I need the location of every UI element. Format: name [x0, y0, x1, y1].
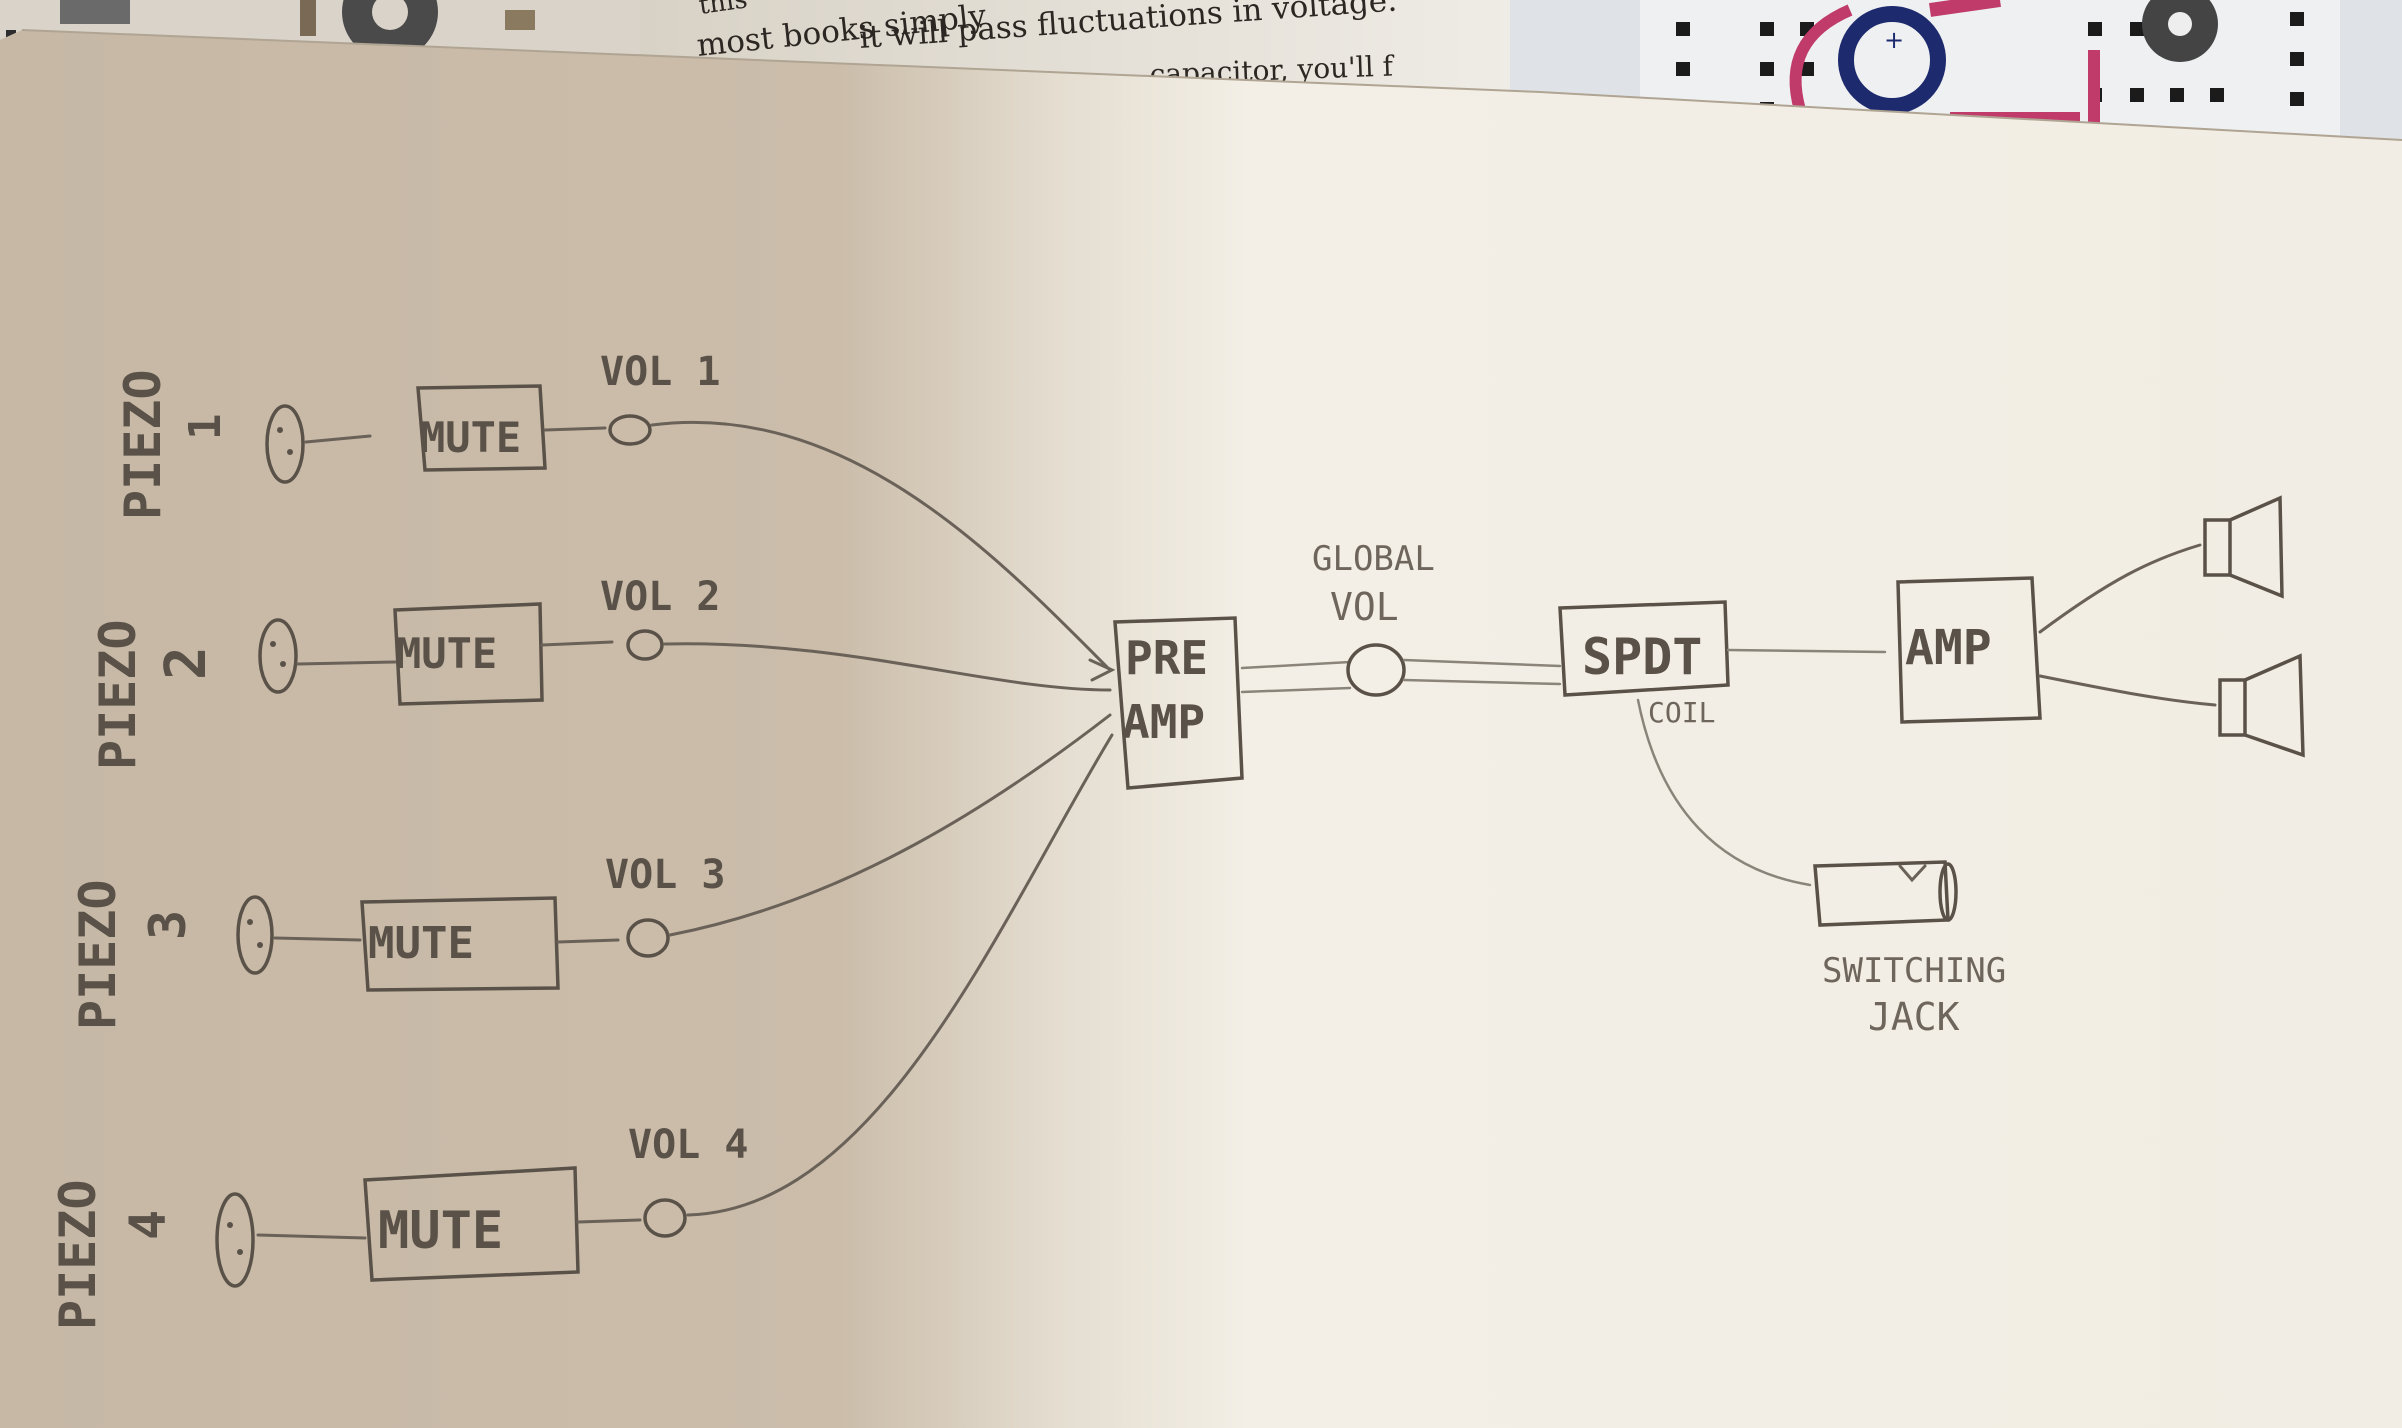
book-text-line-1: this [697, 0, 750, 21]
vol-2-knob-icon [626, 629, 664, 661]
speaker-2-icon [2218, 653, 2305, 758]
mute-box-1: MUTE [416, 384, 547, 472]
piezo-disc-icon [215, 1192, 255, 1288]
svg-text:MUTE: MUTE [420, 413, 521, 462]
switching-jack-icon [1813, 860, 1958, 927]
coil-label: COIL [1648, 696, 1715, 729]
svg-text:AMP: AMP [1122, 695, 1205, 749]
svg-text:PRE: PRE [1125, 631, 1208, 685]
svg-text:PIEZO: PIEZO [114, 369, 172, 520]
sketch-paper [0, 30, 2402, 1428]
vol-3-knob-icon [626, 918, 670, 958]
piezo-disc-icon [236, 895, 274, 975]
vol-4-label: VOL 4 [628, 1122, 748, 1168]
piezo-1-label: PIEZO 1 [114, 369, 231, 520]
svg-text:MUTE: MUTE [396, 629, 497, 678]
piezo-disc-icon [265, 404, 305, 484]
piezo-disc-icon [258, 618, 298, 694]
vol-4-knob-icon [643, 1198, 687, 1238]
svg-text:4: 4 [119, 1210, 177, 1240]
svg-text:3: 3 [139, 910, 197, 940]
mute-box-3: MUTE [360, 896, 560, 992]
mute-box-2: MUTE [393, 602, 544, 706]
piezo-4-label: PIEZO 4 [49, 1179, 177, 1330]
vol-1-knob-icon [608, 414, 652, 446]
spdt-switch-box: SPDT [1558, 600, 1730, 697]
piezo-2-label: PIEZO 2 [89, 619, 219, 770]
svg-text:MUTE: MUTE [368, 918, 474, 969]
vol-3-label: VOL 3 [605, 852, 725, 898]
vol-2-label: VOL 2 [600, 574, 720, 620]
switching-jack-label-2: JACK [1868, 995, 1960, 1039]
switching-jack-label-1: SWITCHING [1822, 951, 2006, 991]
global-vol-label-2: VOL [1330, 585, 1399, 629]
svg-text:AMP: AMP [1905, 620, 1992, 676]
piezo-element-icons [215, 404, 305, 1288]
svg-text:MUTE: MUTE [378, 1201, 503, 1261]
global-vol-knob-icon [1346, 643, 1406, 697]
signal-chain-diagram: PIEZO 1 PIEZO 2 PIEZO 3 PIEZO 4 [49, 349, 2305, 1330]
svg-text:+: + [1884, 26, 1904, 54]
svg-text:1: 1 [180, 414, 231, 441]
svg-text:SPDT: SPDT [1582, 628, 1702, 686]
speaker-1-icon [2203, 495, 2284, 599]
piezo-3-label: PIEZO 3 [69, 879, 197, 1030]
svg-text:2: 2 [154, 646, 219, 680]
global-vol-label-1: GLOBAL [1312, 539, 1435, 579]
svg-text:PIEZO: PIEZO [89, 619, 147, 770]
mute-box-4: MUTE [363, 1166, 580, 1282]
amp-box: AMP [1896, 576, 2042, 724]
preamp-box: PRE AMP [1113, 616, 1244, 790]
svg-text:PIEZO: PIEZO [69, 879, 127, 1030]
vol-1-label: VOL 1 [600, 349, 720, 395]
svg-text:PIEZO: PIEZO [49, 1179, 107, 1330]
